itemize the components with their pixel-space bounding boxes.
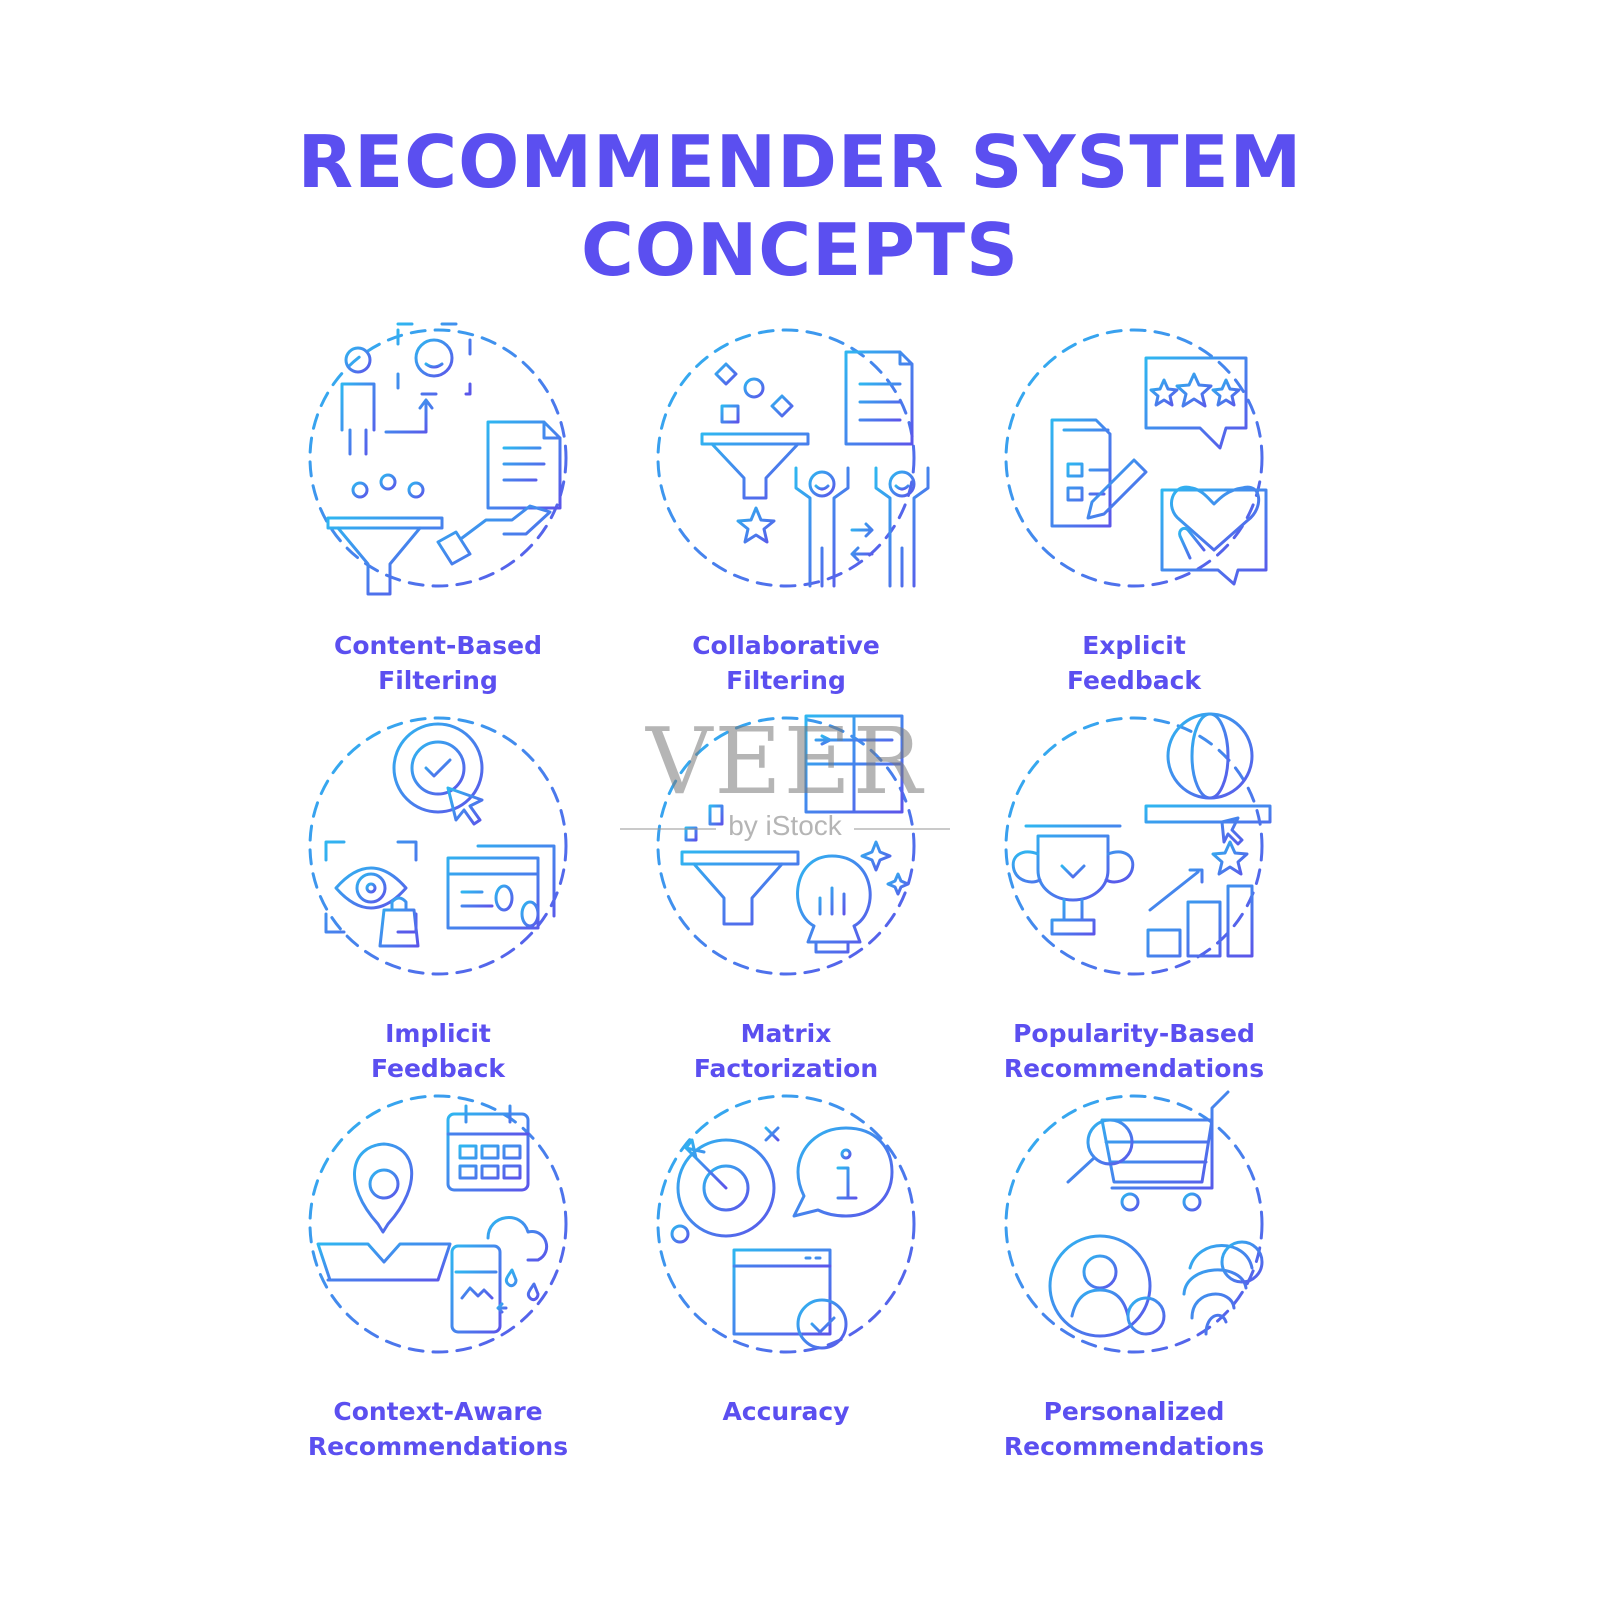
popularity-based-recommendations-icon <box>1004 712 1272 976</box>
page-title: RECOMMENDER SYSTEM CONCEPTS <box>0 118 1600 294</box>
matrix-factorization-icon <box>656 714 916 976</box>
implicit-feedback-icon <box>308 716 568 976</box>
collaborative-filtering-icon <box>656 328 930 588</box>
concept-accuracy: Accuracy <box>606 1084 966 1429</box>
title-line-1: RECOMMENDER SYSTEM <box>297 120 1303 204</box>
explicit-feedback-icon <box>1004 328 1268 588</box>
context-aware-recommendations-icon <box>308 1094 568 1354</box>
concept-label: Accuracy <box>722 1397 850 1426</box>
title-line-2: CONCEPTS <box>580 208 1020 292</box>
accuracy-icon <box>656 1094 916 1354</box>
personalized-recommendations-icon <box>1004 1090 1264 1354</box>
content-based-filtering-icon <box>308 322 568 596</box>
